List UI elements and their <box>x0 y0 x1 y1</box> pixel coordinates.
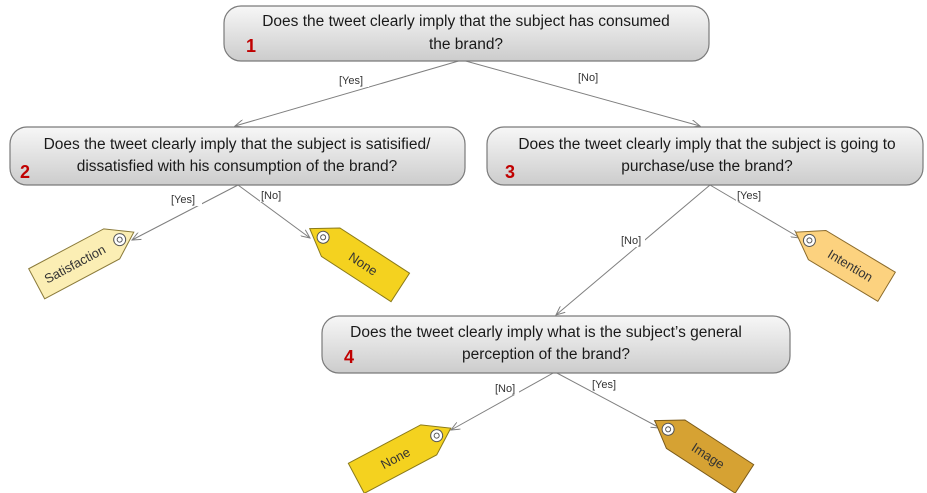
question-node-2: Does the tweet clearly imply that the su… <box>9 126 466 186</box>
edges <box>132 59 800 430</box>
edge-q2-yes <box>132 184 239 240</box>
tag-image: Image <box>653 419 755 493</box>
question-node-3: Does the tweet clearly imply that the su… <box>486 126 924 186</box>
tag-satisfaction: Satisfaction <box>28 228 135 300</box>
edge-q2-no <box>237 184 310 238</box>
question-3-line-2: purchase/use the brand? <box>621 158 793 175</box>
edge-q1-yes <box>235 59 463 126</box>
question-1-line-2: the brand? <box>429 36 503 53</box>
tag-intention: Intention <box>794 229 897 303</box>
question-3-number: 3 <box>505 162 515 182</box>
question-4-line-2: perception of the brand? <box>462 346 630 363</box>
question-1-number: 1 <box>246 36 256 56</box>
edge-labels: [Yes] [No] [Yes] [No] [No] [Yes] [No] [Y… <box>170 71 768 395</box>
edge-q4-no <box>451 371 556 430</box>
question-node-1: Does the tweet clearly imply that the su… <box>223 5 710 62</box>
edge-label-q2-yes: [Yes] <box>171 194 195 206</box>
question-2-number: 2 <box>20 162 30 182</box>
edge-label-q4-yes: [Yes] <box>592 379 616 391</box>
edge-label-q4-no: [No] <box>495 383 515 395</box>
edge-q3-yes <box>709 184 800 238</box>
question-2-line-1: Does the tweet clearly imply that the su… <box>44 136 432 153</box>
edge-label-q2-no: [No] <box>261 190 281 202</box>
question-3-line-1: Does the tweet clearly imply that the su… <box>518 136 895 153</box>
edge-label-q1-no: [No] <box>578 72 598 84</box>
question-4-number: 4 <box>344 347 354 367</box>
edge-label-q1-yes: [Yes] <box>339 75 363 87</box>
edge-q4-yes <box>554 371 660 428</box>
edge-q3-no <box>556 184 711 315</box>
edge-q1-no <box>461 59 700 126</box>
tag-none-q4: None <box>347 424 452 493</box>
question-2-line-2: dissatisfied with his consumption of the… <box>77 158 398 175</box>
edge-label-q3-yes: [Yes] <box>737 190 761 202</box>
tag-none-q2: None <box>308 227 411 303</box>
question-node-4: Does the tweet clearly imply what is the… <box>321 315 791 374</box>
question-1-line-1: Does the tweet clearly imply that the su… <box>262 13 670 30</box>
edge-label-q3-no: [No] <box>621 235 641 247</box>
question-4-line-1: Does the tweet clearly imply what is the… <box>350 324 742 341</box>
